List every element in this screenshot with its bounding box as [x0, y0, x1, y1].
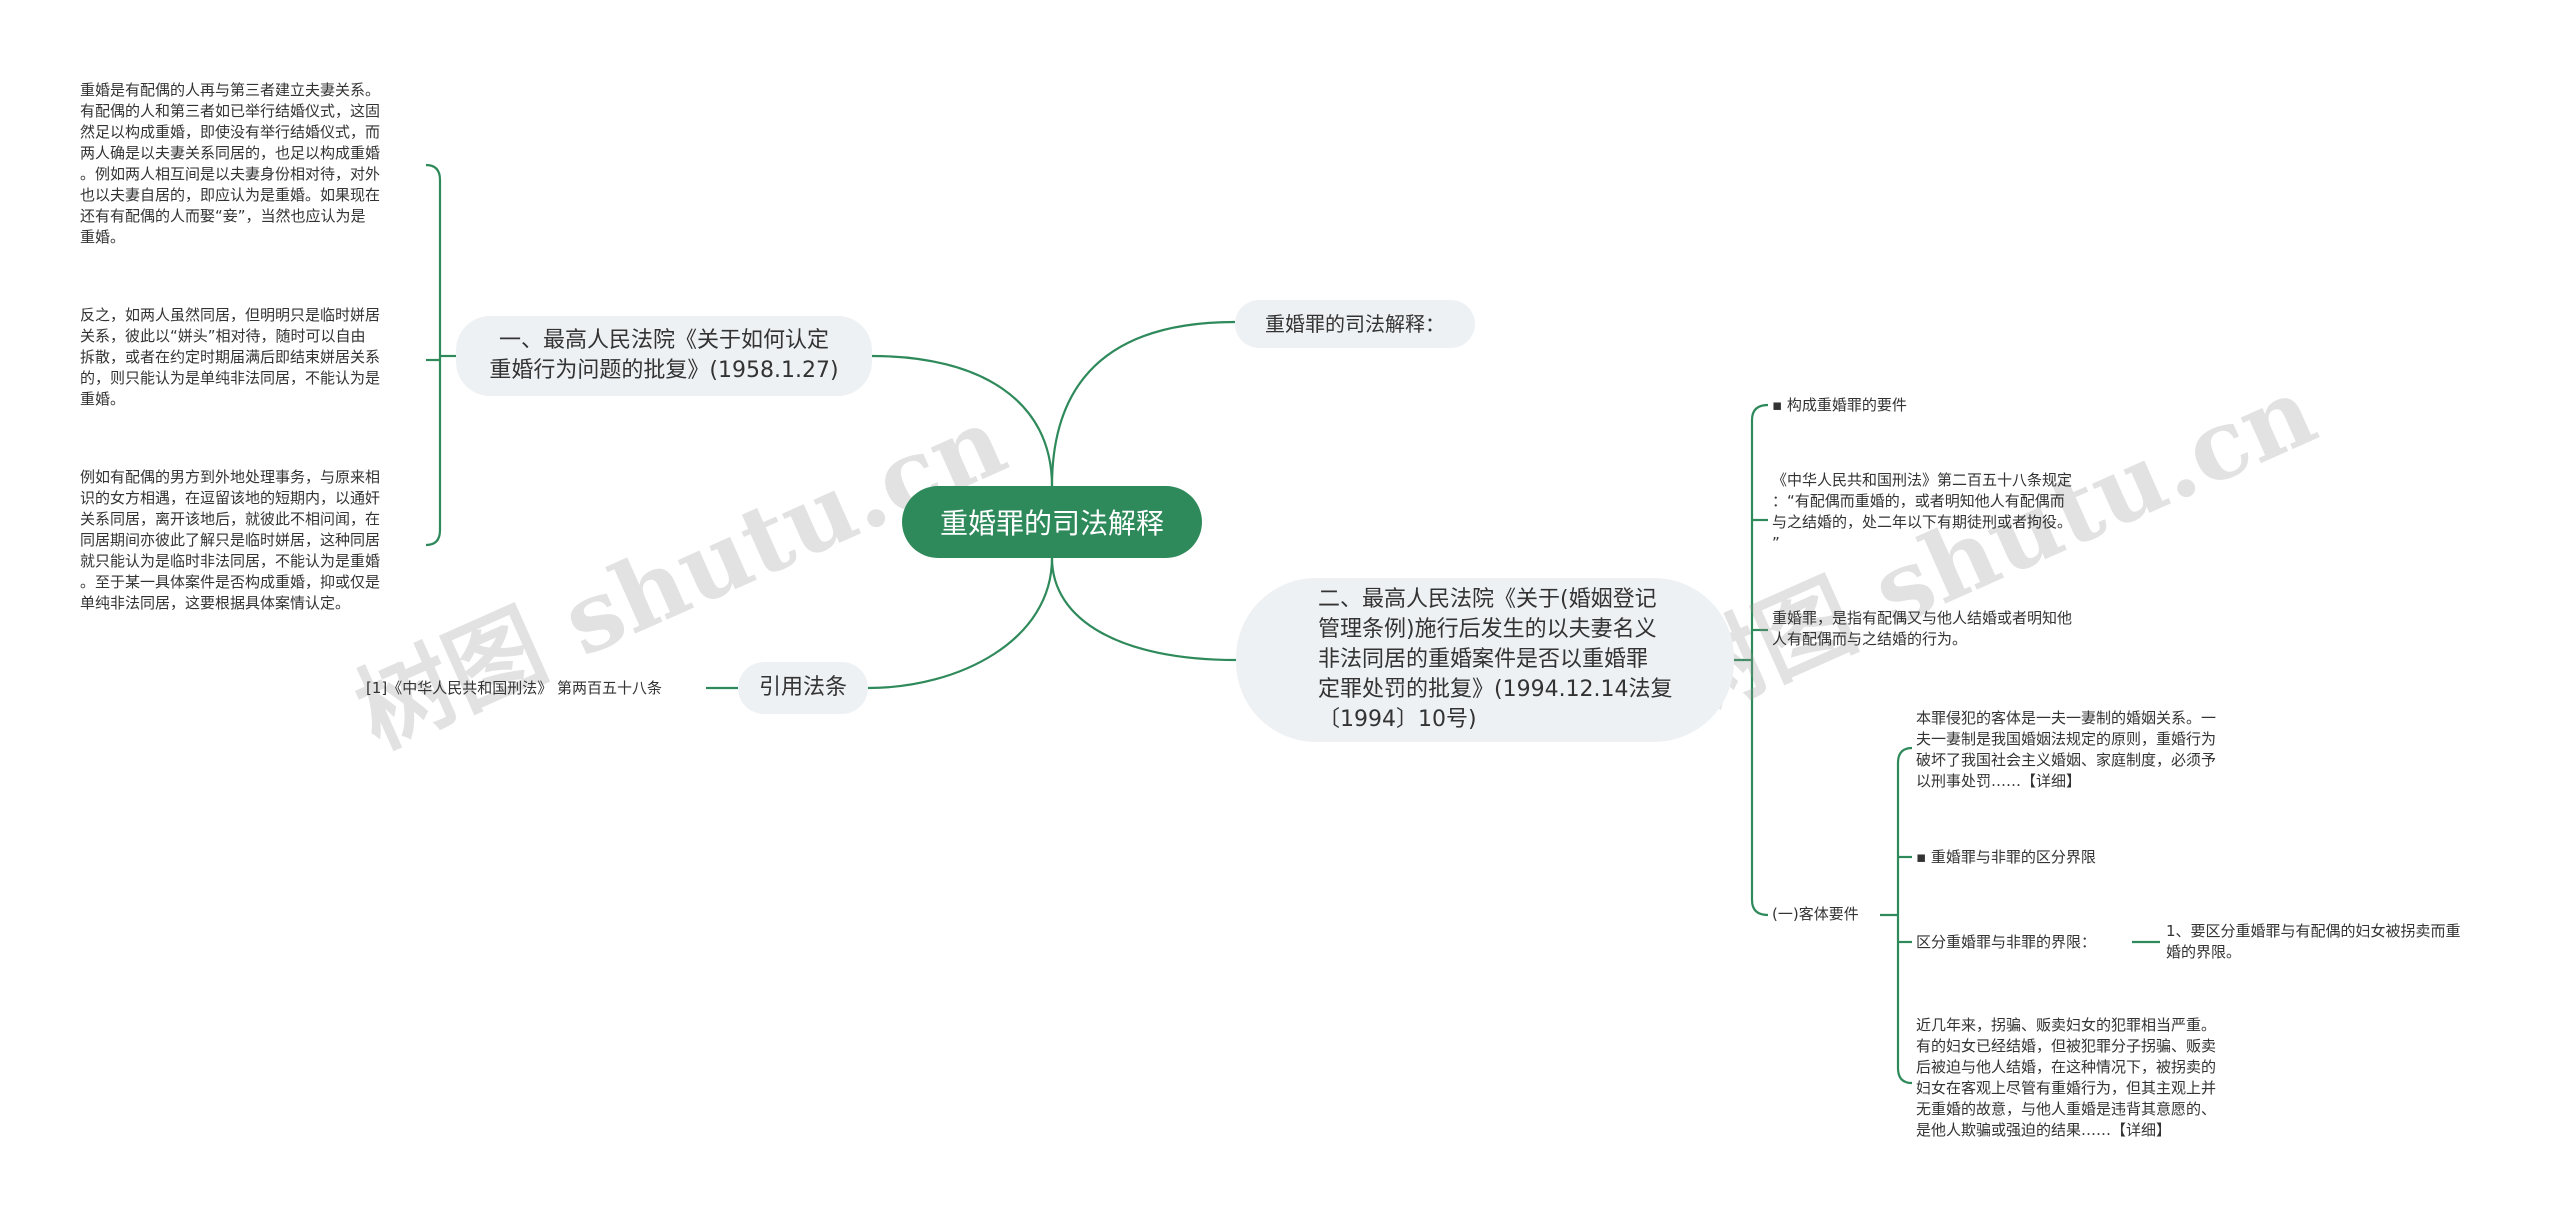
sub-crime-boundary[interactable]: ▪ 重婚罪与非罪的区分界限 [1916, 848, 2096, 866]
leaf-cohabitation-contrast: 反之，如两人虽然同居，但明明只是临时姘居 关系，彼此以“姘头”相对待，随时可以自… [80, 306, 381, 408]
topic-cited-law[interactable]: 引用法条 [738, 662, 868, 714]
sub-object-monogamy: 本罪侵犯的客体是一夫一妻制的婚姻关系。一 夫一妻制是我国婚姻法规定的原则，重婚行… [1916, 709, 2217, 790]
topic-1994-reply-line3: 非法同居的重婚案件是否以重婚罪 [1318, 647, 1649, 672]
topic-1994-reply-line4: 定罪处罚的批复》(1994.12.14法复 [1318, 677, 1673, 702]
sub-trafficked-women: 1、要区分重婚罪与有配偶的妇女被拐卖而重 婚的界限。 [2166, 922, 2461, 961]
sub-distinguish-boundary[interactable]: 区分重婚罪与非罪的界限： [1916, 933, 2097, 951]
leaf-cohabitation-example: 例如有配偶的男方到外地处理事务，与原来相 识的女方相遇，在逗留该地的短期内，以通… [80, 468, 381, 612]
leaf-criminal-law-258: [1]《中华人民共和国刑法》 第两百五十八条 [366, 679, 663, 697]
topic-1958-reply-line2: 重婚行为问题的批复》(1958.1.27) [489, 358, 839, 383]
topic-1958-reply-line1: 一、最高人民法院《关于如何认定 [498, 328, 829, 353]
sub-trafficking-context: 近几年来，拐骗、贩卖妇女的犯罪相当严重。 有的妇女已经结婚，但被犯罪分子拐骗、贩… [1916, 1016, 2217, 1139]
topic-1958-reply[interactable]: 一、最高人民法院《关于如何认定 重婚行为问题的批复》(1958.1.27) [456, 316, 872, 396]
item-criminal-law-provision: 《中华人民共和国刑法》第二百五十八条规定 ：“有配偶而重婚的，或者明知他人有配偶… [1772, 471, 2073, 552]
topic-1994-reply-line5: 〔1994〕10号) [1318, 707, 1477, 732]
root-topic[interactable]: 重婚罪的司法解释 [902, 486, 1202, 558]
topic-1994-reply-line2: 管理条例)施行后发生的以夫妻名义 [1318, 617, 1657, 642]
bracket-item4 [1896, 746, 1913, 1085]
leaf-bigamy-definition: 重婚是有配偶的人再与第三者建立夫妻关系。 有配偶的人和第三者如已举行结婚仪式，这… [80, 81, 381, 246]
link-root-branch2 [867, 557, 1054, 690]
item-object-element[interactable]: (一)客体要件 [1772, 905, 1859, 923]
topic-1994-reply-line1: 二、最高人民法院《关于(婚姻登记 [1318, 587, 1657, 612]
item-bigamy-elements[interactable]: ▪ 构成重婚罪的要件 [1772, 396, 1907, 414]
link-root-branch3 [1050, 557, 1237, 662]
topic-1994-reply[interactable]: 二、最高人民法院《关于(婚姻登记 管理条例)施行后发生的以夫妻名义 非法同居的重… [1236, 578, 1734, 742]
topic-judicial-interpretation[interactable]: 重婚罪的司法解释： [1235, 300, 1475, 348]
item-bigamy-definition: 重婚罪，是指有配偶又与他人结婚或者明知他 人有配偶而与之结婚的行为。 [1772, 609, 2073, 648]
bracket-branch1 [425, 163, 442, 547]
bracket-branch3 [1750, 403, 1769, 917]
link-root-top [1050, 320, 1236, 487]
link-root-branch1 [871, 354, 1054, 487]
